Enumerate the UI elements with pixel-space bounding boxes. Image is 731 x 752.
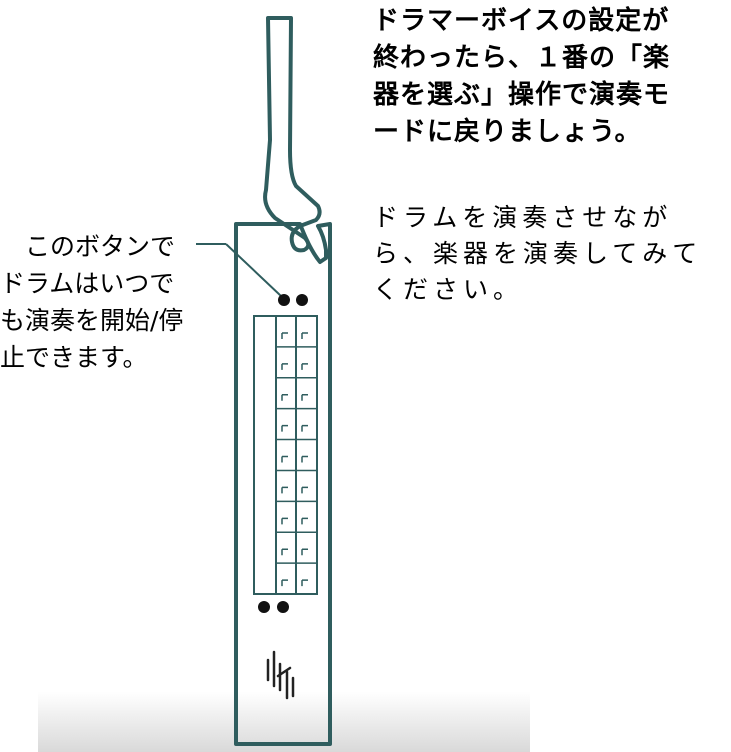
keypad-key-mark [301, 579, 308, 587]
brand-logo-icon [266, 650, 295, 700]
device-body [234, 222, 332, 746]
return-to-play-mode-instruction: ドラマーボイスの設定が 終わったら、１番の「楽 器を選ぶ」操作で演奏モ ードに戻… [373, 3, 728, 151]
keypad-left-panel [253, 315, 277, 595]
keypad-key-mark [301, 517, 308, 525]
start-stop-button-left [278, 294, 290, 306]
keypad-key-mark [281, 517, 288, 525]
callout-leader-line-2 [225, 243, 282, 297]
keypad-key-mark [281, 455, 288, 463]
keypad-key-mark [281, 486, 288, 494]
bold-line-3: 器を選ぶ」操作で演奏モ [373, 80, 671, 110]
callout-line-1: このボタンで [0, 232, 176, 261]
keypad-key-mark [301, 363, 308, 370]
callout-line-4: 止できます。 [0, 343, 148, 372]
keypad-key-mark [281, 363, 288, 370]
keypad-key-mark [301, 394, 308, 401]
callout-line-3: も演奏を開始/停 [0, 306, 184, 335]
plain-line-1: ドラムを演奏させなが [373, 203, 673, 232]
keypad-key-mark [281, 332, 288, 339]
keypad-key-mark [281, 579, 288, 587]
keypad-key-mark [281, 424, 288, 432]
keypad-key-mark [301, 424, 308, 432]
keypad-key-mark [281, 548, 288, 556]
illustration-background [38, 0, 530, 752]
keypad-key-mark [281, 394, 288, 401]
keypad-key-mark [301, 486, 308, 494]
bold-line-2: 終わったら、１番の「楽 [373, 43, 671, 73]
keypad-key-mark [301, 548, 308, 556]
start-stop-callout: このボタンで ドラムはいつで も演奏を開始/停 止できます。 [0, 228, 250, 376]
bold-line-4: ードに戻りましょう。 [373, 117, 642, 147]
callout-line-2: ドラムはいつで [0, 269, 175, 298]
keypad-grid [276, 332, 317, 587]
bold-line-1: ドラマーボイスの設定が [373, 6, 670, 36]
keypad-key-mark [301, 332, 308, 339]
plain-line-3: ください。 [373, 275, 524, 304]
plain-line-2: ら、楽器を演奏してみて [373, 239, 703, 268]
function-button-left [258, 601, 270, 613]
start-stop-button-right [296, 294, 308, 306]
device-neck [263, 16, 322, 253]
play-along-instruction: ドラムを演奏させなが ら、楽器を演奏してみて ください。 [373, 200, 728, 308]
function-button-right [277, 601, 289, 613]
keypad-key-mark [301, 455, 308, 463]
